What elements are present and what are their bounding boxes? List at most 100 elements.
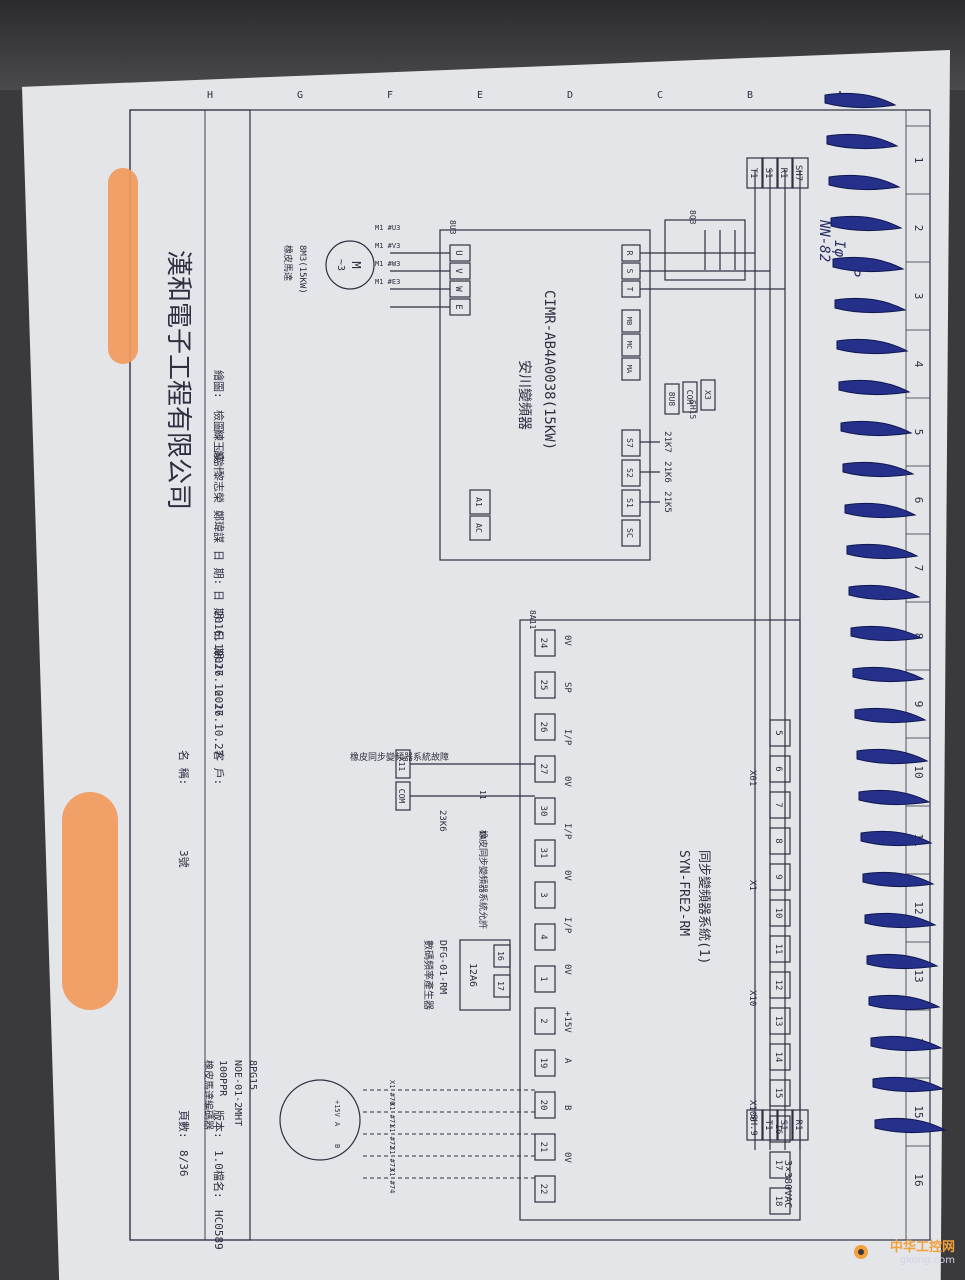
page-value: 8/36 — [177, 1150, 190, 1177]
sync-left-label: 0V — [562, 1152, 572, 1163]
grid-number: 6 — [912, 497, 925, 504]
sync-left-label: 0V — [562, 964, 572, 975]
grid-number: 8 — [912, 633, 925, 640]
vfd-input-label: S1 — [625, 498, 634, 508]
vfd-relay-term — [621, 309, 641, 333]
signoff-label: 繪圖: — [212, 370, 226, 399]
signal-ref-box — [664, 383, 680, 415]
client-label: 客 戶: — [212, 750, 226, 785]
sync-left-term — [534, 923, 556, 951]
dfg-model: DFG-01-RM — [437, 940, 448, 994]
signal-ref: COM — [685, 390, 694, 405]
signal-ref-box — [700, 379, 716, 411]
vfd-relay-term — [621, 357, 641, 381]
grid-number: 11 — [912, 833, 925, 846]
rail-label-bottom: SH.9 — [748, 1114, 758, 1136]
vfd-relay-coil: 21K5 — [662, 491, 672, 513]
grid-letter: D — [567, 90, 573, 101]
signoff-name: 鄭瑋謀 — [212, 510, 226, 543]
grid-letter: G — [297, 90, 303, 101]
rail-label-box-top — [761, 157, 779, 189]
breaker-label: 8Q3 — [688, 210, 697, 225]
motor-wire-label: M1 #W3 — [375, 260, 400, 268]
grid-number: 12 — [912, 901, 925, 914]
sync-right-term-label: 16 — [773, 1124, 783, 1135]
vfd-input-label: S2 — [625, 468, 634, 478]
sync-left-label: 0V — [562, 870, 572, 881]
rail-label-box-top — [746, 157, 764, 189]
vfd-term-out-label: W — [453, 286, 463, 292]
sync-left-label: 0V — [562, 635, 572, 646]
name-prefix: 3號 — [177, 850, 190, 868]
grid-number: 2 — [912, 225, 925, 232]
redaction-blot-bottom — [62, 792, 118, 1010]
sync-left-label: I/P — [562, 729, 572, 746]
vfd-8u3 — [439, 229, 651, 561]
sync-right-term-label: 6 — [773, 766, 783, 771]
sync-left-term — [534, 1133, 556, 1161]
vfd-relay-coil: 21K7 — [662, 431, 672, 453]
vfd-relay-label: MB — [625, 317, 633, 325]
grid-number: 3 — [912, 293, 925, 300]
allow-pin: 14 — [478, 830, 487, 840]
sync-right-term — [769, 1151, 791, 1179]
grid-number: 13 — [912, 969, 925, 982]
vfd-term-in-label: R — [625, 251, 634, 256]
date-value: 2016.10.27 — [212, 610, 225, 676]
sync-left-term — [534, 965, 556, 993]
motor-name: 橡皮馬達 — [282, 245, 294, 281]
sync-left-term — [534, 629, 556, 657]
rail-label-bottom: T1 — [763, 1120, 773, 1131]
sync-left-term-label: 30 — [538, 806, 548, 817]
encoder-ref: 8PG15 — [247, 1060, 258, 1090]
sync-left-label: I/P — [562, 917, 572, 934]
sync-right-term-label: 18 — [773, 1196, 783, 1207]
sync-right-term-label: 14 — [773, 1052, 783, 1063]
grid-number: 7 — [912, 565, 925, 572]
vfd-analog-label: AC — [474, 523, 483, 533]
sync-right-term — [769, 791, 791, 819]
encoder-symbol — [279, 1079, 361, 1161]
handwriting: NN-82 — [816, 219, 832, 262]
sync-left-term-label: 19 — [538, 1058, 548, 1069]
rail-label-top: S1 — [763, 168, 773, 179]
sync-left-term — [534, 713, 556, 741]
sync-right-term — [769, 863, 791, 891]
sync-left-term-label: 3 — [538, 892, 548, 897]
sync-right-term — [769, 1187, 791, 1215]
sync-left-term — [534, 1049, 556, 1077]
sync-right-term-label: 8 — [773, 838, 783, 843]
grid-number: 16 — [912, 1173, 925, 1186]
dfg-pin-label: 16 — [496, 951, 505, 961]
sync-right-label: X01 — [747, 770, 757, 786]
encoder-wire-label: X1 #73 — [388, 1146, 396, 1171]
vfd-input-term — [621, 429, 641, 457]
sync-right-term — [769, 1115, 791, 1143]
sync-left-term — [534, 755, 556, 783]
vfd-term-in-label: T — [625, 287, 634, 292]
rail-label-box-bottom — [776, 1109, 794, 1141]
sync-left-term — [534, 797, 556, 825]
encoder-wire-label: X1 #70 — [388, 1080, 396, 1105]
version-label: 版本: — [212, 1110, 226, 1139]
company-name: 漢和電子工程有限公司 — [163, 250, 193, 510]
encoder-pin: +15V — [333, 1100, 341, 1118]
sync-left-term-label: 31 — [538, 848, 548, 859]
grid-number: 14 — [912, 1037, 925, 1051]
vfd-input-term — [621, 459, 641, 487]
sync-ref: 8A11 — [528, 610, 537, 629]
vfd-brand: 安川變頻器 — [516, 360, 532, 430]
date-value: 2016.10.27 — [212, 690, 225, 756]
sync-right-term — [769, 1079, 791, 1107]
handwriting: TP — [846, 260, 862, 277]
vfd-term-out-label: E — [453, 304, 463, 309]
vfd-analog-term — [469, 489, 491, 515]
name-label: 名 稱: — [177, 750, 191, 785]
grid-letter: F — [387, 90, 393, 101]
sync-left-term — [534, 1091, 556, 1119]
rail-label-top: T1 — [748, 168, 758, 179]
sheet-label: 檔名: — [212, 1170, 226, 1199]
sync-right-term — [769, 827, 791, 855]
date-label: 日 期: — [212, 590, 225, 625]
grid-number: 9 — [912, 701, 925, 708]
